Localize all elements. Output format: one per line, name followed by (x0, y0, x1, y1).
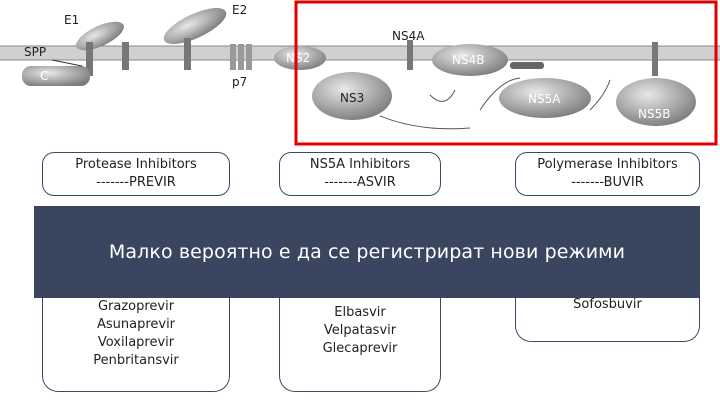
drug-name: Grazoprevir (97, 299, 175, 314)
spp-label: SPP (24, 45, 46, 59)
ns-region-highlight (294, 0, 718, 146)
drug-name: Velpatasvir (323, 323, 397, 338)
class-title: Protease Inhibitors (75, 157, 197, 172)
ns3-protein (312, 72, 392, 120)
drug-name: Glecaprevir (322, 341, 398, 356)
ns3-label: NS3 (340, 91, 364, 105)
ns4b-protein (432, 44, 508, 76)
core-label: C (40, 69, 48, 83)
e2-label: E2 (232, 3, 247, 17)
class-title: NS5A Inhibitors (309, 157, 411, 172)
class-title: Polymerase Inhibitors (537, 157, 678, 172)
hcv-polyprotein-diagram: E1 E2 C SPP p7 NS2 NS3 NS4A NS4B NS5A NS… (0, 0, 720, 146)
class-box-polymerase: Polymerase Inhibitors -------BUVIR (515, 152, 700, 196)
ns4a-label: NS4A (392, 29, 425, 43)
class-suffix: -------ASVIR (324, 175, 396, 190)
overlay-banner: Малко вероятно е да се регистрират нови … (34, 206, 700, 298)
ns5a-protein (499, 78, 591, 118)
class-suffix: -------PREVIR (96, 175, 176, 190)
ns4b-label: NS4B (452, 53, 484, 67)
p7-label: p7 (232, 75, 247, 89)
drug-name: Voxilaprevir (97, 335, 175, 350)
e2-protein (163, 7, 227, 45)
ns5a-label: NS5A (528, 92, 561, 106)
drug-name: Elbasvir (334, 305, 386, 320)
class-box-protease: Protease Inhibitors -------PREVIR (42, 152, 230, 196)
drug-name: Penbritansvir (93, 353, 179, 368)
core-protein (22, 66, 90, 86)
ns5b-protein (616, 78, 696, 126)
membrane-band (0, 46, 720, 60)
class-suffix: -------BUVIR (571, 175, 644, 190)
drug-name: Sofosbuvir (573, 297, 642, 312)
ns2-protein (274, 46, 326, 70)
e1-label: E1 (64, 13, 79, 27)
ns5b-label: NS5B (638, 107, 670, 121)
class-box-ns5a: NS5A Inhibitors -------ASVIR (279, 152, 441, 196)
ns2-label: NS2 (286, 51, 310, 65)
drug-name: Asunaprevir (96, 317, 176, 332)
